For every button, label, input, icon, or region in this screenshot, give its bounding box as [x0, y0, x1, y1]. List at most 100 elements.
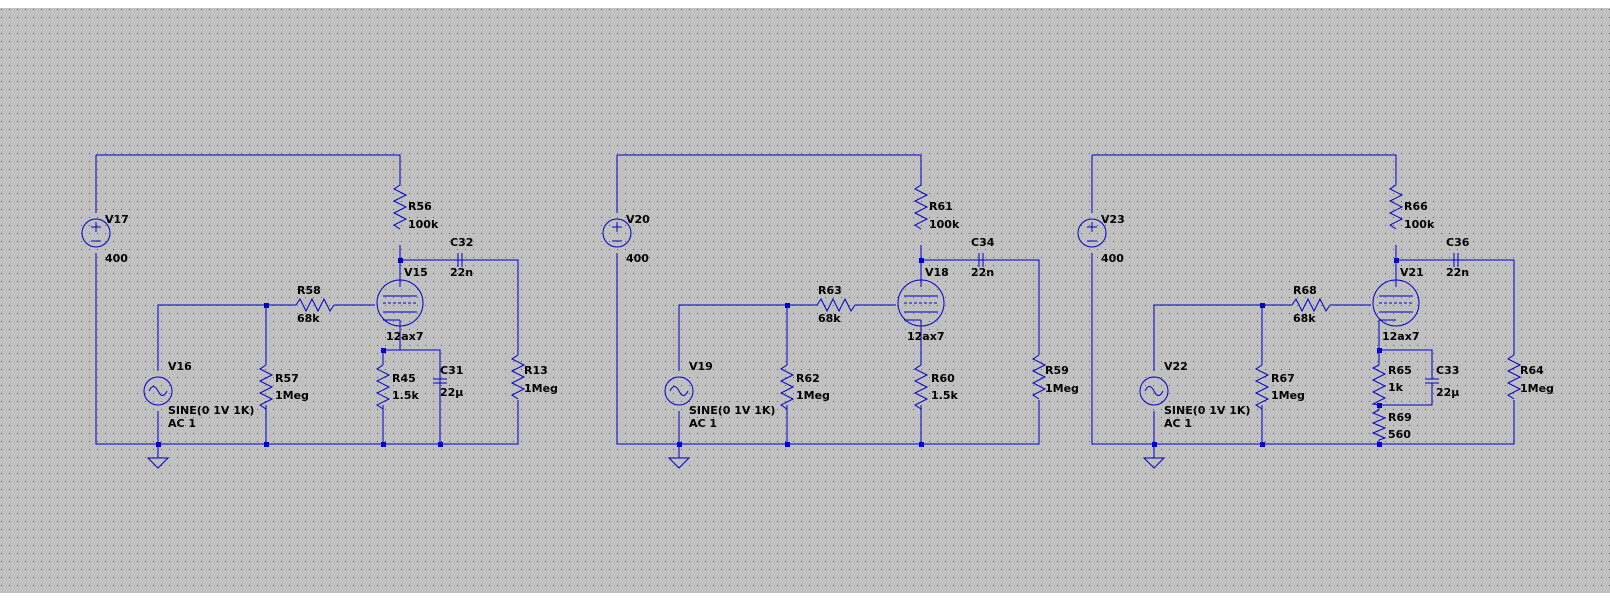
resistor-r58[interactable] [295, 297, 335, 313]
stage-2: V20 400 R61 100k C34 22n V18 12ax7 R63 6… [602, 154, 1079, 469]
junctions [677, 258, 924, 447]
supply-v23[interactable] [1077, 218, 1107, 248]
capacitor-c33[interactable] [1425, 378, 1439, 384]
capacitor-c31[interactable] [433, 350, 447, 444]
load-resistor-value: 1Meg [1045, 382, 1079, 395]
supply-value: 400 [626, 252, 649, 265]
bypass-cap-value: 22µ [1436, 386, 1459, 399]
cathode-resistor-value: 1.5k [392, 389, 419, 402]
tube-model: 12ax7 [386, 330, 423, 343]
bypass-cap-name: C33 [1436, 364, 1459, 377]
resistor-r67[interactable] [1254, 364, 1270, 410]
plate-resistor-value: 100k [1404, 218, 1435, 231]
source-v19[interactable] [664, 376, 694, 406]
cathode-resistor-name: R65 [1388, 364, 1412, 377]
load-resistor-value: 1Meg [1520, 382, 1554, 395]
resistor-r13[interactable] [510, 354, 526, 400]
resistor-r62[interactable] [779, 364, 795, 410]
supply-value: 400 [1101, 252, 1124, 265]
wire[interactable] [95, 154, 519, 458]
load-resistor-value: 1Meg [524, 382, 558, 395]
coupling-cap-value: 22n [1446, 266, 1469, 279]
junctions [1152, 258, 1399, 447]
source-name: V22 [1164, 360, 1188, 373]
junctions [156, 258, 443, 447]
source-value: SINE(0 1V 1K) [168, 404, 254, 417]
tube-name: V18 [925, 266, 949, 279]
plate-resistor-value: 100k [929, 218, 960, 231]
source-v22[interactable] [1139, 376, 1169, 406]
tube-v18[interactable] [897, 279, 945, 327]
resistor-r69[interactable] [1371, 409, 1387, 441]
cathode-resistor-name: R45 [392, 372, 416, 385]
source-value: SINE(0 1V 1K) [689, 404, 775, 417]
tube-model: 12ax7 [907, 330, 944, 343]
grid-leak-name: R62 [796, 372, 820, 385]
supply-name: V20 [626, 213, 650, 226]
capacitor-c36[interactable] [1453, 253, 1459, 267]
resistor-r63[interactable] [816, 297, 856, 313]
source-value: SINE(0 1V 1K) [1164, 404, 1250, 417]
supply-v20[interactable] [602, 218, 632, 248]
plate-resistor-value: 100k [408, 218, 439, 231]
cathode-resistor-value: 1.5k [931, 389, 958, 402]
source-ac: AC 1 [168, 417, 196, 430]
bypass-cap-name: C31 [440, 364, 463, 377]
ground-symbol [146, 457, 170, 469]
grid-stop-value: 68k [1293, 312, 1316, 325]
cathode-resistor2-value: 560 [1388, 428, 1411, 441]
grid-leak-value: 1Meg [275, 389, 309, 402]
supply-v17[interactable] [81, 218, 111, 248]
grid-stop-value: 68k [297, 312, 320, 325]
grid-leak-name: R57 [275, 372, 299, 385]
plate-resistor-name: R61 [929, 200, 953, 213]
source-v16[interactable] [143, 376, 173, 406]
plate-resistor-name: R56 [408, 200, 432, 213]
source-name: V16 [168, 360, 192, 373]
grid-stop-name: R63 [818, 284, 842, 297]
grid-leak-name: R67 [1271, 372, 1295, 385]
tube-v15[interactable] [376, 279, 424, 327]
tube-name: V15 [404, 266, 428, 279]
resistor-r45[interactable] [375, 364, 391, 410]
wire[interactable] [616, 154, 1040, 458]
coupling-cap-name: C36 [1446, 236, 1470, 249]
tube-model: 12ax7 [1382, 330, 1419, 343]
ground-symbol [1142, 457, 1166, 469]
stage-3: V23 400 R66 100k C36 22n V21 12ax7 R68 6… [1077, 154, 1554, 469]
source-name: V19 [689, 360, 713, 373]
resistor-r57[interactable] [258, 364, 274, 410]
supply-name: V23 [1101, 213, 1125, 226]
cathode-resistor-value: 1k [1388, 381, 1404, 394]
tube-v21[interactable] [1372, 279, 1420, 327]
resistor-r56[interactable] [392, 184, 408, 230]
resistor-r64[interactable] [1506, 354, 1522, 400]
grid-stop-name: R58 [297, 284, 321, 297]
cathode-resistor2-name: R69 [1388, 411, 1412, 424]
coupling-cap-value: 22n [450, 266, 473, 279]
capacitor-c34[interactable] [978, 253, 984, 267]
bypass-cap-value: 22µ [440, 386, 463, 399]
coupling-cap-name: C32 [450, 236, 473, 249]
grid-stop-value: 68k [818, 312, 841, 325]
load-resistor-name: R59 [1045, 364, 1069, 377]
resistor-r59[interactable] [1031, 354, 1047, 400]
grid-leak-value: 1Meg [1271, 389, 1305, 402]
grid-stop-name: R68 [1293, 284, 1317, 297]
stage-1: V17 400 R56 100k C32 22n V15 12ax7 R58 6… [81, 154, 558, 469]
tube-name: V21 [1400, 266, 1424, 279]
capacitor-c32[interactable] [457, 253, 463, 267]
cathode-resistor-name: R60 [931, 372, 955, 385]
resistor-r66[interactable] [1388, 184, 1404, 230]
resistor-r65[interactable] [1371, 364, 1387, 406]
resistor-r61[interactable] [913, 184, 929, 230]
grid-leak-value: 1Meg [796, 389, 830, 402]
resistor-r60[interactable] [913, 364, 929, 410]
source-ac: AC 1 [689, 417, 717, 430]
load-resistor-name: R13 [524, 364, 548, 377]
source-ac: AC 1 [1164, 417, 1192, 430]
coupling-cap-name: C34 [971, 236, 995, 249]
resistor-r68[interactable] [1291, 297, 1331, 313]
